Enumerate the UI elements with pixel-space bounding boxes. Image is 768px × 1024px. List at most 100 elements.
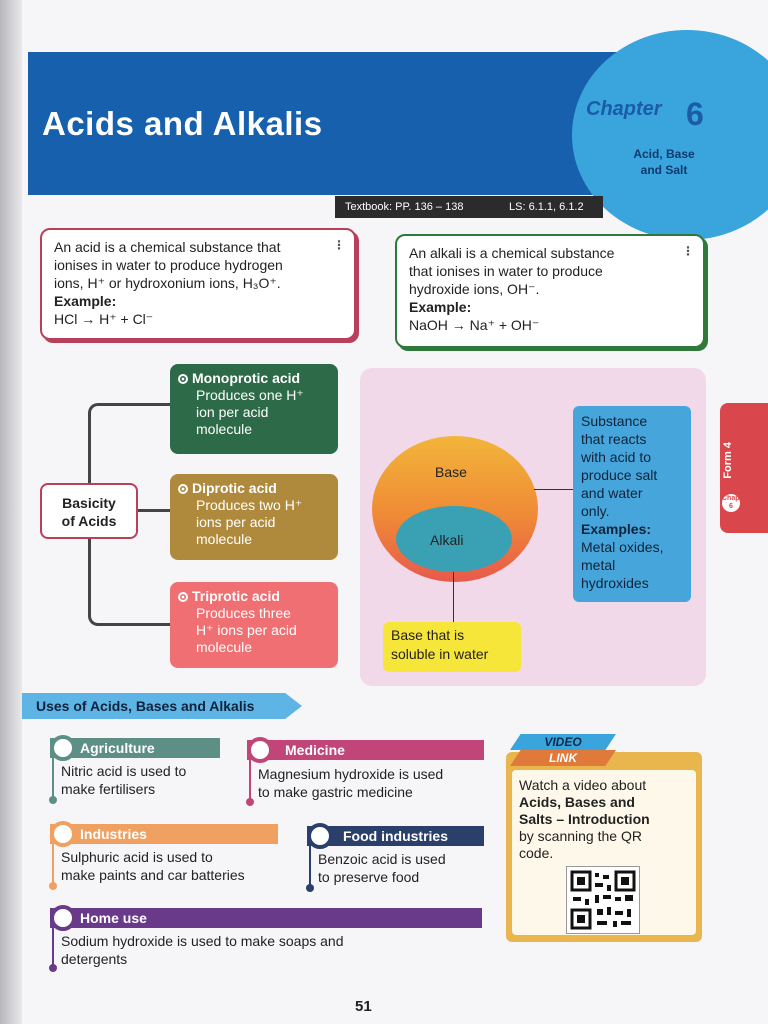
diprotic-text: Produces two H⁺ [196,497,303,513]
monoprotic-title: Monoprotic acid [178,370,330,387]
qr-code-graphic [570,870,636,930]
alkali-desc-line: soluble in water [391,646,489,662]
medicine-title: Medicine [285,742,345,758]
base-desc-line: produce salt [581,467,658,483]
chapter-number: 6 [686,96,704,132]
connector-di [138,509,170,512]
base-desc-line: with acid to [581,449,652,465]
medicine-line [249,760,251,800]
alkali-description-box: Base that is soluble in water [383,622,521,672]
connector-mono [88,403,173,486]
alkali-connector-line [453,572,454,622]
acid-def-line: An acid is a chemical substance that [54,239,281,255]
chapter-badge-number: 6 [729,503,733,510]
video-line: by scanning the QR [519,828,642,844]
page-title: Acids and Alkalis [42,105,323,142]
triprotic-text: H⁺ ions per acid [196,622,297,638]
base-example: metal [581,557,616,573]
alkali-desc-line: Base that is [391,627,465,643]
agriculture-title: Agriculture [80,740,155,756]
video-line: Salts – Introduction [519,811,650,827]
alkali-def-line: hydroxide ions, OH⁻. [409,281,540,297]
food-line-text: Benzoic acid is used [318,851,446,867]
medicine-line-text: Magnesium hydroxide is used [258,766,444,782]
base-desc-line: and water [581,485,643,501]
home-line [52,928,54,968]
uses-banner: Uses of Acids, Bases and Alkalis [22,693,302,719]
base-examples-label: Examples: [581,521,652,537]
home-line-text: Sodium hydroxide is used to make soaps a… [61,933,344,949]
acid-def-line: ions, H⁺ or hydroxonium ions, H₃O⁺. [54,275,281,291]
base-example: Metal oxides, [581,539,664,555]
food-industries-text: Benzoic acid is used to preserve food [318,850,446,886]
agriculture-line-text: make fertilisers [61,781,156,797]
food-industries-header: Food industries [307,823,484,849]
industries-title: Industries [80,826,147,842]
medicine-dot [246,798,254,806]
basicity-label: of Acids [61,513,117,529]
home-line-text: detergents [61,951,128,967]
diprotic-text: ions per acid [196,514,276,530]
medicine-line-text: to make gastric medicine [258,784,413,800]
more-dots-icon: ⋮ [682,244,695,258]
agriculture-dot [49,796,57,804]
industries-line [52,844,54,884]
alkali-def-line: that ionises in water to produce [409,263,603,279]
triprotic-acid-box: Triprotic acid Produces three H⁺ ions pe… [170,582,338,668]
base-desc-line: only. [581,503,610,519]
video-line: code. [519,845,554,861]
monoprotic-acid-box: Monoprotic acid Produces one H⁺ ion per … [170,364,338,454]
food-line [309,846,311,886]
alkali-definition-box: ⋮ An alkali is a chemical substance that… [395,234,705,348]
food-ring-icon [307,823,333,849]
video-link-tag: VIDEO LINK [510,734,616,768]
qr-code-icon[interactable] [566,866,640,934]
acid-equation: HCl → H⁺ + Cl⁻ [54,311,154,327]
food-dot [306,884,314,892]
textbook-ref: Textbook: PP. 136 – 138 [345,201,464,213]
food-industries-title: Food industries [343,828,448,844]
diprotic-text: molecule [196,531,253,547]
page-number: 51 [355,998,372,1015]
basicity-of-acids-box: Basicity of Acids [40,483,138,539]
base-desc-line: Substance [581,413,648,429]
home-use-text: Sodium hydroxide is used to make soaps a… [61,932,344,968]
triprotic-text: molecule [196,639,253,655]
base-example: hydroxides [581,575,649,591]
video-link-text: Watch a video about Acids, Bases and Sal… [519,777,689,862]
chapter-badge-text: Chap. [722,495,742,502]
form-label: Form 4 [722,442,734,479]
alkali-label: Alkali [430,532,464,548]
connector-tri [88,539,173,626]
industries-line-text: make paints and car batteries [61,867,245,883]
acid-def-line: ionises in water to produce hydrogen [54,257,283,273]
triprotic-title: Triprotic acid [178,588,330,605]
agriculture-text: Nitric acid is used to make fertilisers [61,762,186,798]
home-use-header: Home use [50,905,482,931]
agriculture-ring-icon [50,735,76,761]
textbook-reference-bar: Textbook: PP. 136 – 138 LS: 6.1.1, 6.1.2 [335,196,603,218]
industries-header: Industries [50,821,278,847]
home-dot [49,964,57,972]
food-line-text: to preserve food [318,869,420,885]
alkali-oval [396,506,512,572]
diprotic-acid-box: Diprotic acid Produces two H⁺ ions per a… [170,474,338,560]
video-line: Watch a video about [519,777,647,793]
basicity-label: Basicity [62,495,116,511]
link-tag-text: LINK [510,750,616,766]
more-dots-icon: ⋮ [333,238,346,252]
medicine-ring-icon [247,737,273,763]
agriculture-header: Agriculture [50,735,220,761]
video-line: Acids, Bases and [519,794,635,810]
base-label: Base [435,464,467,480]
base-description-box: Substance that reacts with acid to produ… [573,406,691,602]
monoprotic-text: Produces one H⁺ [196,387,304,403]
chapter-badge: Chap. 6 [722,494,742,512]
medicine-header: Medicine [247,737,484,763]
video-tag-text: VIDEO [510,734,616,750]
base-desc-line: that reacts [581,431,647,447]
industries-line-text: Sulphuric acid is used to [61,849,213,865]
book-spine [0,0,22,1024]
title-banner [28,52,648,195]
industries-dot [49,882,57,890]
